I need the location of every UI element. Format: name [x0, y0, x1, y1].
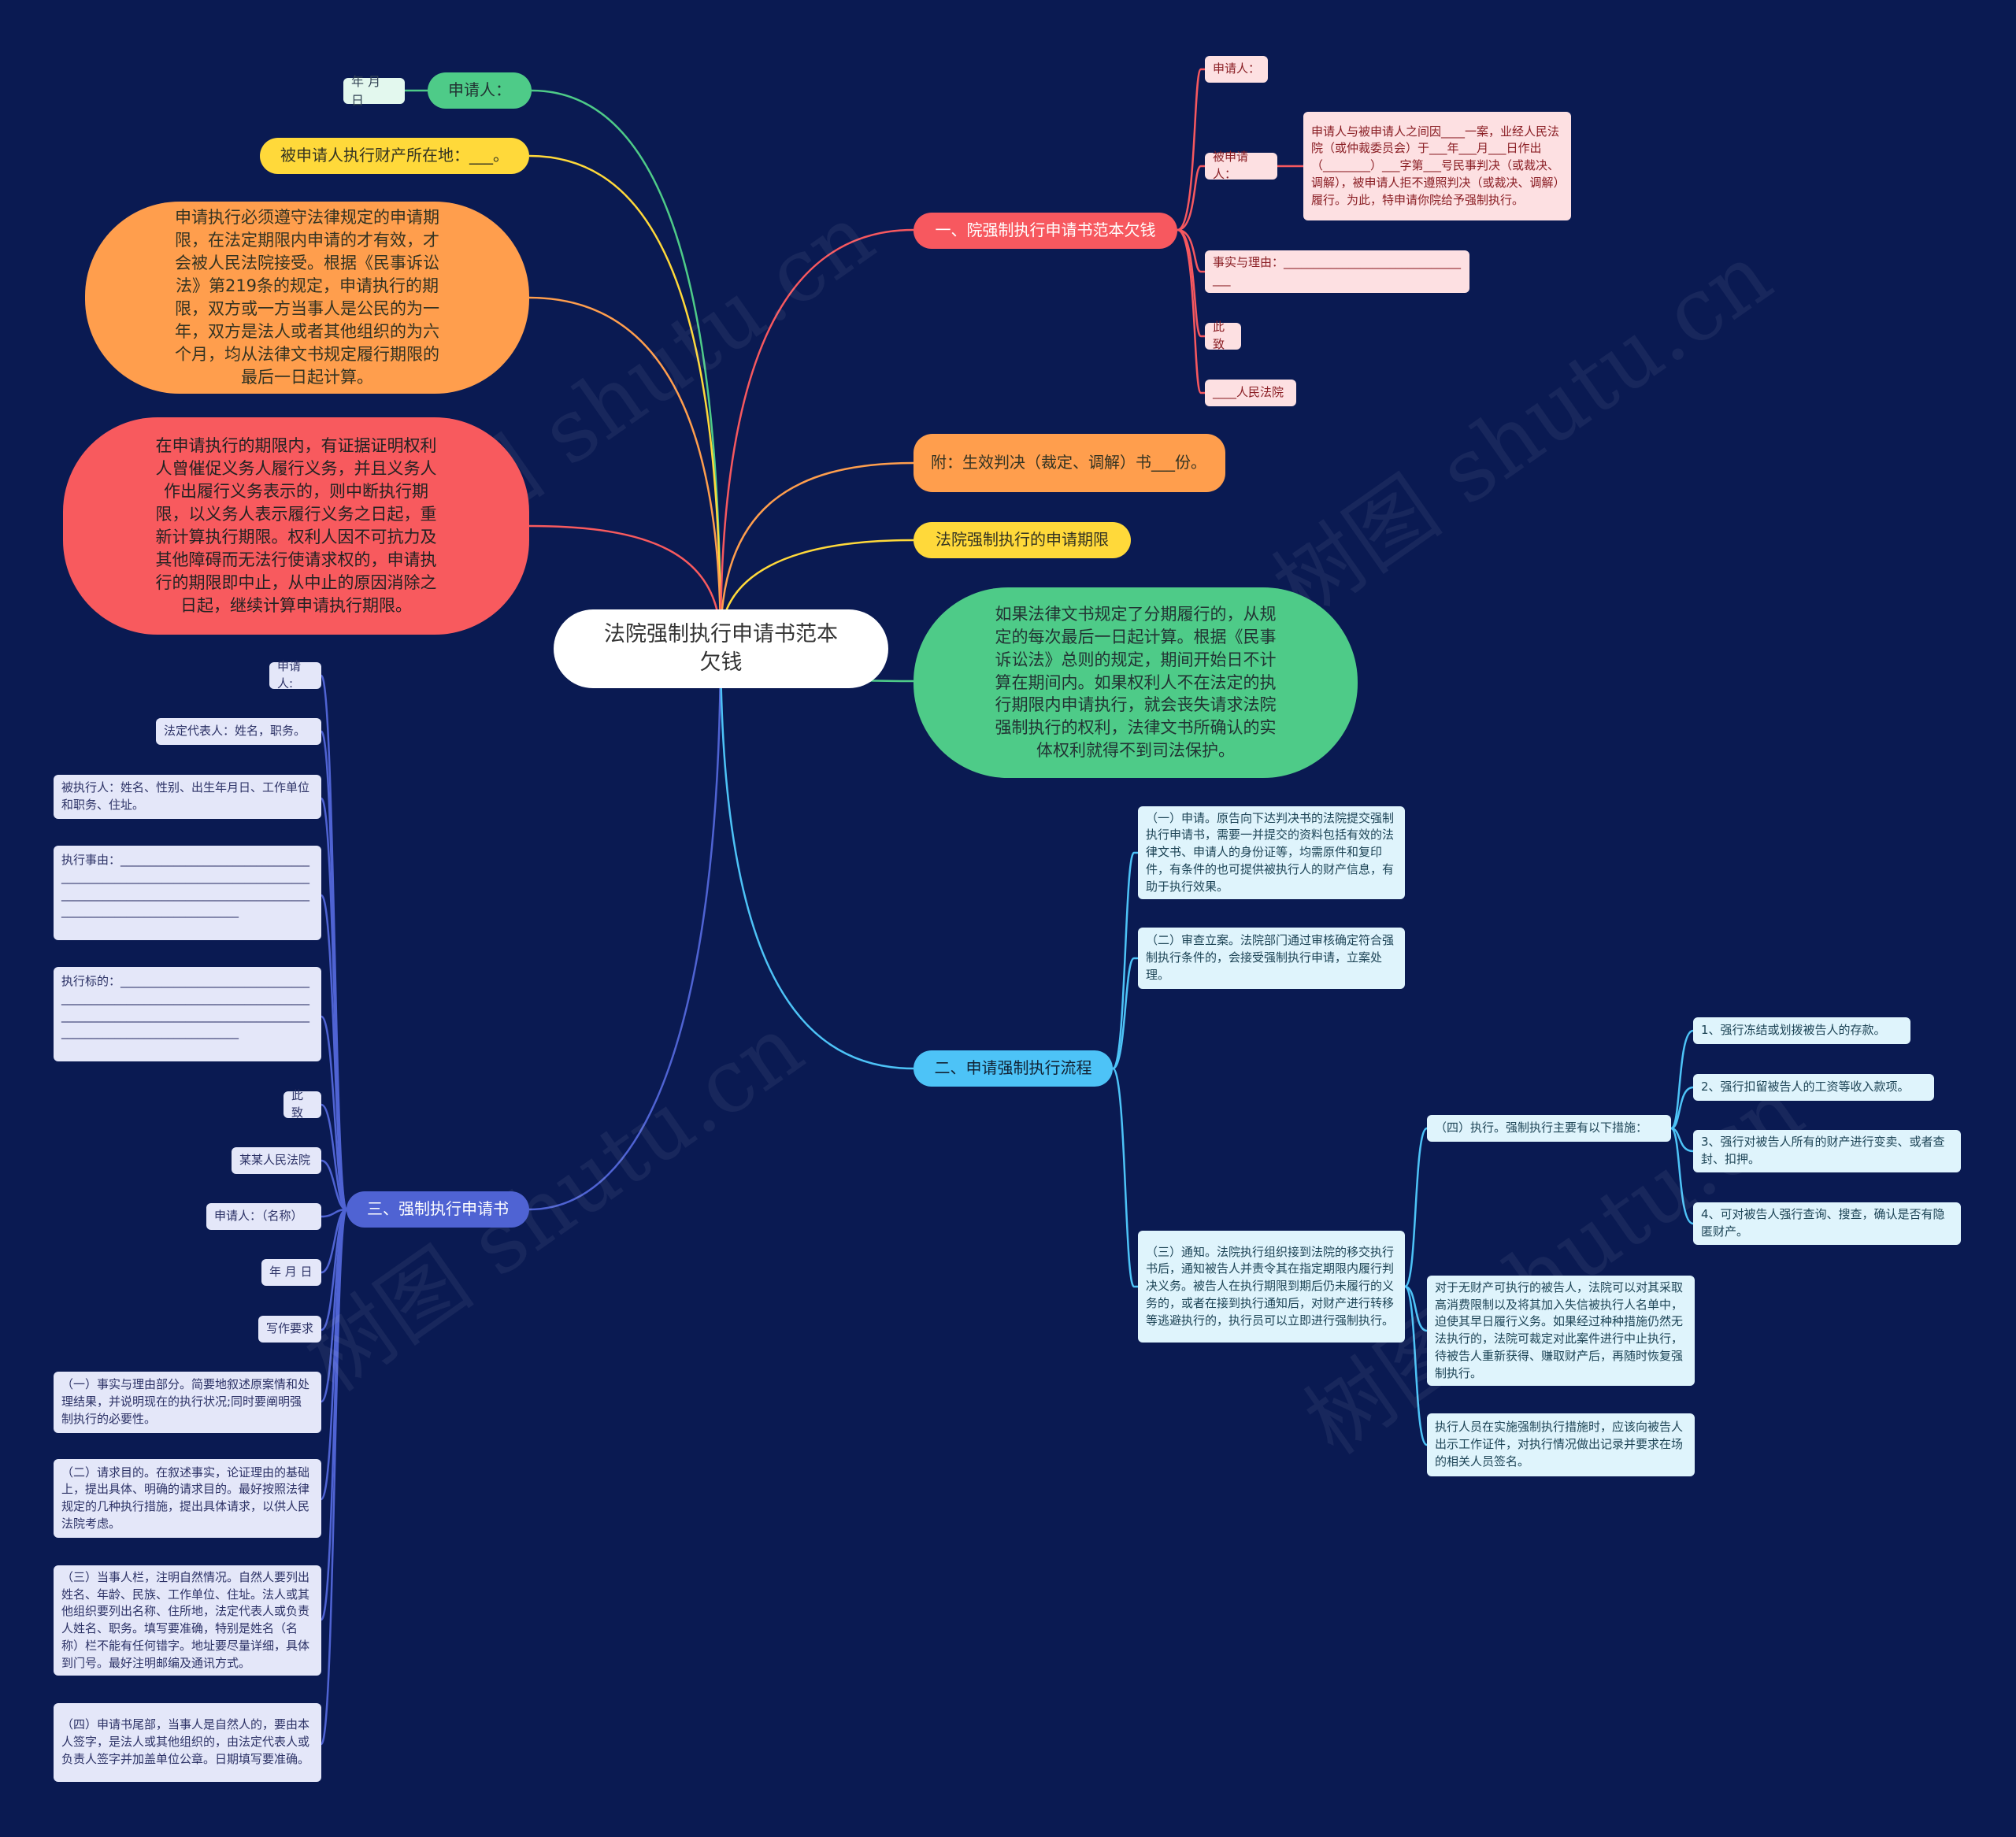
central-topic-text: 法院强制执行申请书范本欠钱 [604, 621, 838, 675]
measure-4[interactable]: 4、可对被告人强行查询、搜查，确认是否有隐匿财产。 [1693, 1202, 1961, 1245]
b1-respondent[interactable]: 被申请人： [1205, 150, 1277, 181]
period-interruption-note[interactable]: 在申请执行的期限内，有证据证明权利人曾催促义务人履行义务，并且义务人作出履行义务… [63, 417, 529, 635]
b1-applicant[interactable]: 申请人： [1205, 56, 1268, 83]
form-respondent[interactable]: 被执行人：姓名、性别、出生年月日、工作单位和职务、住址。 [54, 775, 321, 819]
period-title-node[interactable]: 法院强制执行的申请期限 [914, 522, 1131, 558]
link-applicant [531, 89, 722, 643]
req-purpose[interactable]: （二）请求目的。在叙述事实，论证理由的基础上，提出具体、明确的请求目的。最好按照… [54, 1459, 321, 1538]
central-topic[interactable]: 法院强制执行申请书范本欠钱 [554, 609, 888, 688]
form-date[interactable]: 年 月 日 [261, 1259, 321, 1286]
req-parties[interactable]: （三）当事人栏，注明自然情况。自然人要列出姓名、年龄、民族、工作单位、住址。法人… [54, 1565, 321, 1676]
form-legal-rep[interactable]: 法定代表人：姓名，职务。 [156, 718, 321, 745]
req-ending[interactable]: （四）申请书尾部，当事人是自然人的，要由本人签字，是法人或其他组织的，由法定代表… [54, 1703, 321, 1782]
applicant-node[interactable]: 申请人： [428, 72, 532, 109]
property-location-node[interactable]: 被申请人执行财产所在地：___。 [260, 138, 529, 174]
b1-court[interactable]: ____人民法院 [1205, 380, 1296, 406]
link-branch3 [528, 641, 722, 1211]
link-red-note [528, 524, 722, 643]
req-facts[interactable]: （一）事实与理由部分。简要地叙述原案情和处理结果，并说明现在的执行状况;同时要阐… [54, 1372, 321, 1433]
link-branch2 [719, 641, 914, 1070]
form-court[interactable]: 某某人民法院 [232, 1147, 321, 1174]
form-ci-zhi[interactable]: 此致 [284, 1088, 321, 1120]
form-target[interactable]: 执行标的：___________________________________… [54, 967, 321, 1061]
measure-2[interactable]: 2、强行扣留被告人的工资等收入款项。 [1693, 1074, 1934, 1101]
branch-template[interactable]: 一、院强制执行申请书范本欠钱 [914, 213, 1177, 249]
no-property-note[interactable]: 对于无财产可执行的被告人，法院可以对其采取高消费限制以及将其加入失信被执行人名单… [1427, 1276, 1695, 1386]
branch-application-form[interactable]: 三、强制执行申请书 [346, 1191, 529, 1228]
link-branch1 [719, 228, 914, 643]
step-review[interactable]: （二）审查立案。法院部门通过审核确定符合强制执行条件的，会接受强制执行申请，立案… [1138, 928, 1405, 989]
date-node[interactable]: 年 月 日 [343, 74, 405, 108]
step-execute[interactable]: （四）执行。强制执行主要有以下措施： [1427, 1115, 1671, 1142]
measure-3[interactable]: 3、强行对被告人所有的财产进行变卖、或者查封、扣押。 [1693, 1130, 1961, 1172]
form-signature[interactable]: 申请人：（名称） [206, 1203, 321, 1230]
installment-note[interactable]: 如果法律文书规定了分期履行的，从规定的每次最后一日起计算。根据《民事诉讼法》总则… [914, 587, 1358, 778]
measure-1[interactable]: 1、强行冻结或划拨被告人的存款。 [1693, 1017, 1910, 1044]
form-writing-req[interactable]: 写作要求 [258, 1316, 321, 1343]
attachment-node[interactable]: 附：生效判决（裁定、调解）书___份。 [914, 434, 1225, 492]
link-attach [719, 461, 914, 643]
form-applicant[interactable]: 申请人: [269, 659, 321, 691]
certificate-note[interactable]: 执行人员在实施强制执行措施时，应该向被告人出示工作证件，对执行情况做出记录并要求… [1427, 1413, 1695, 1476]
branch-process[interactable]: 二、申请强制执行流程 [914, 1050, 1113, 1087]
b1-facts[interactable]: 事实与理由：_________________________________ [1205, 250, 1469, 293]
link-orange-note [528, 296, 722, 643]
form-cause[interactable]: 执行事由：___________________________________… [54, 846, 321, 940]
b1-ci-zhi[interactable]: 此致 [1205, 320, 1241, 351]
link-property [528, 154, 722, 643]
step-apply[interactable]: （一）申请。原告向下达判决书的法院提交强制执行申请书，需要一并提交的资料包括有效… [1138, 806, 1405, 899]
b1-respondent-detail[interactable]: 申请人与被申请人之间因____一案，业经人民法院（或仲裁委员会）于___年___… [1303, 112, 1571, 220]
step-notify[interactable]: （三）通知。法院执行组织接到法院的移交执行书后，通知被告人并责令其在指定期限内履… [1138, 1231, 1405, 1343]
application-period-note[interactable]: 申请执行必须遵守法律规定的申请期限，在法定期限内申请的才有效，才会被人民法院接受… [85, 202, 529, 394]
